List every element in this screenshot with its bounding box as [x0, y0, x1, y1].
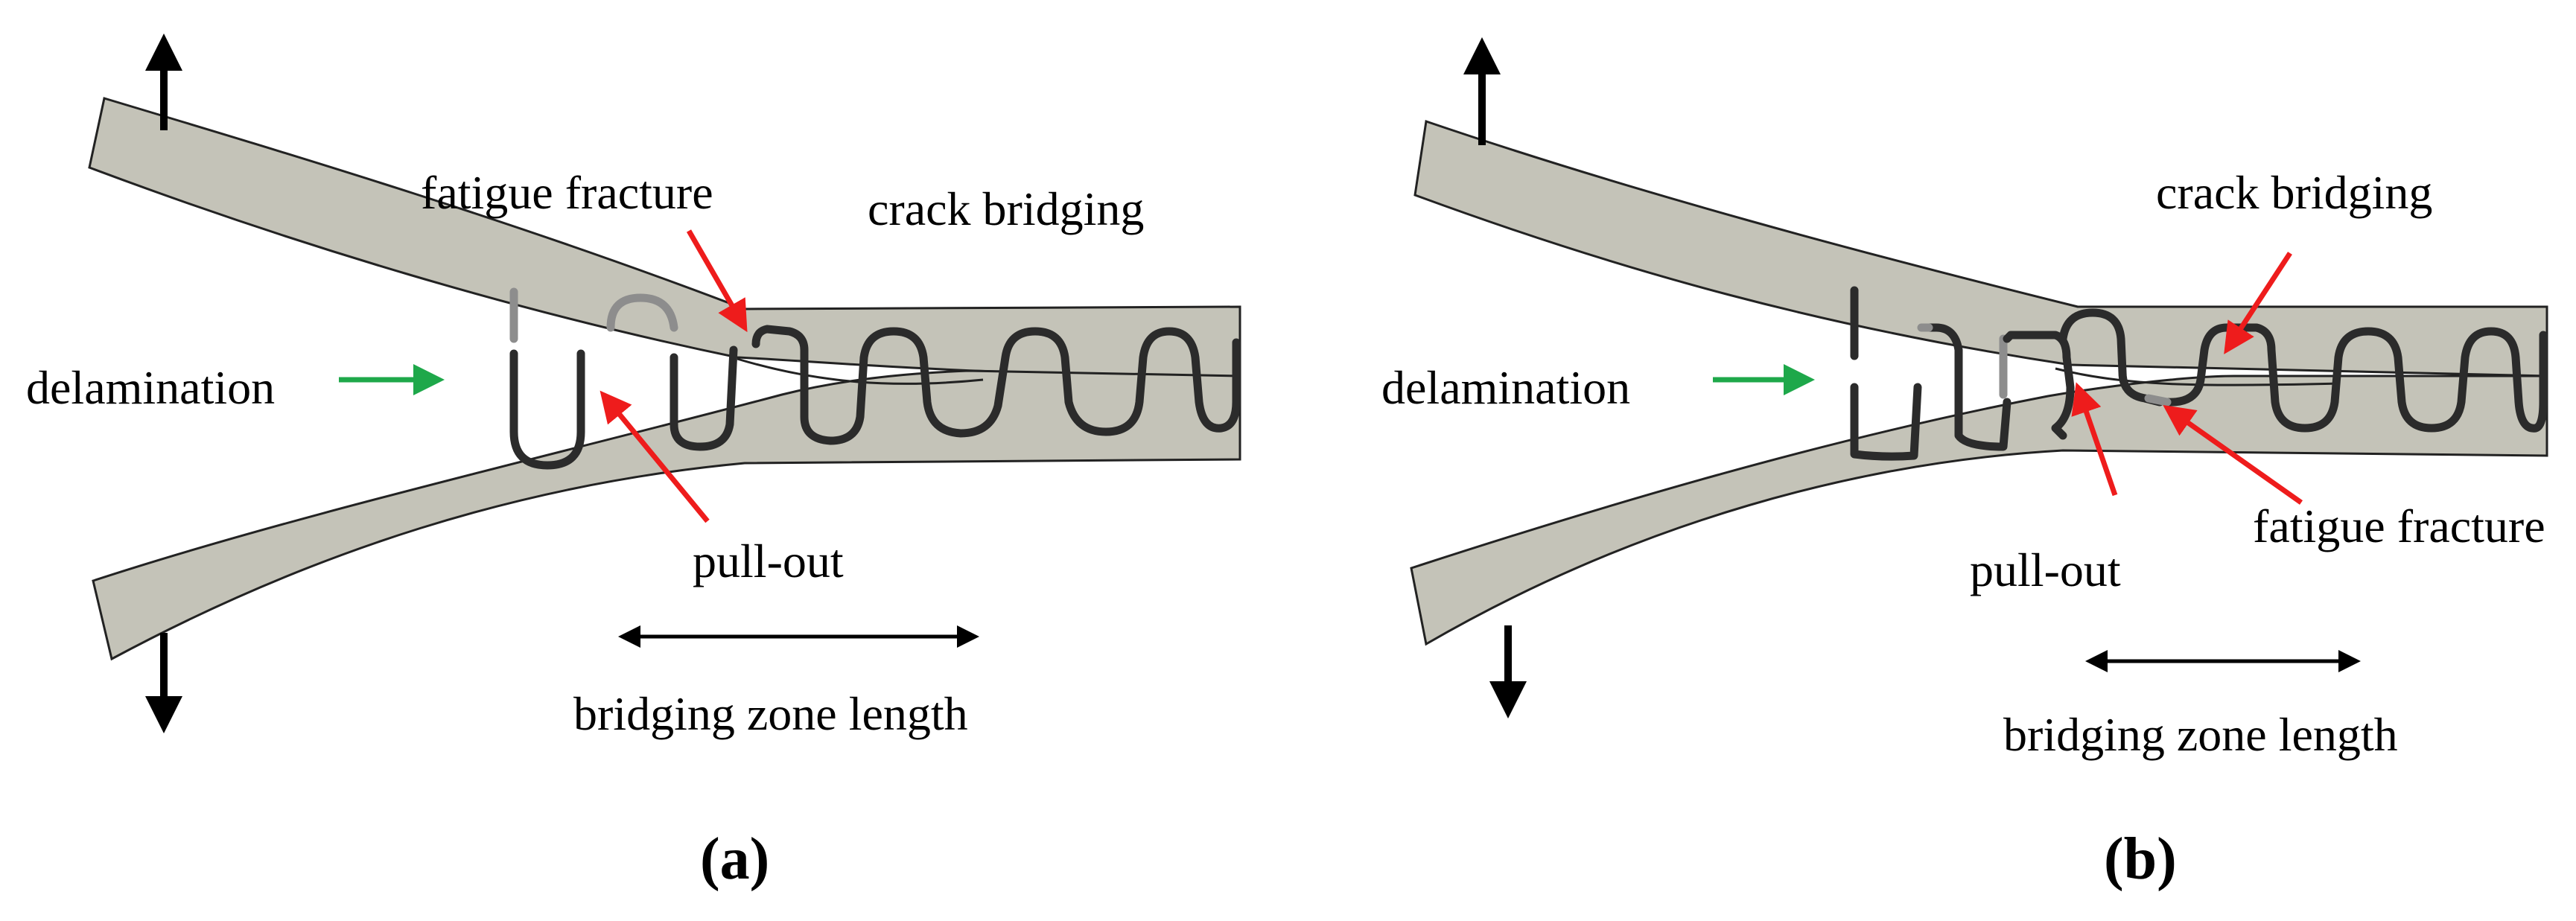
crack-bridging-arrow-b: [2224, 252, 2292, 354]
crack-line-a: [737, 357, 984, 385]
label-bridging-zone-length-b: bridging zone length: [2003, 708, 2398, 761]
fiber-b-4: [2003, 331, 2075, 440]
fiber-b-5: [2058, 308, 2548, 433]
broken-fiber-a-2: [606, 293, 678, 332]
fiber-b-2: [1850, 383, 1922, 461]
label-fatigue-fracture-a: fatigue fracture: [421, 166, 713, 219]
lower-arm-b: [1410, 375, 2548, 646]
label-crack-bridging-b: crack bridging: [2156, 166, 2432, 219]
label-crack-bridging-a: crack bridging: [868, 182, 1144, 235]
upper-arm-a: [88, 97, 1241, 377]
label-fatigue-fracture-b: fatigue fracture: [2253, 500, 2545, 552]
fiber-a-3: [751, 325, 1241, 445]
fatigue-fracture-arrow-a: [686, 229, 748, 333]
fiber-b-3: [1921, 323, 2011, 451]
broken-fiber-b-3: [2144, 394, 2172, 407]
panel-b: crack bridging delamination fatigue frac…: [1381, 37, 2548, 892]
pull-out-arrow-b: [2071, 382, 2118, 497]
caption-a: (a): [700, 826, 769, 892]
panel-a: fatigue fracture crack bridging delamina…: [26, 34, 1241, 892]
upper-arm-b: [1413, 120, 2548, 377]
fiber-a-2: [670, 345, 738, 451]
label-pull-out-b: pull-out: [1970, 544, 2121, 596]
pull-out-arrow-a: [600, 390, 710, 523]
lower-arm-a: [92, 369, 1241, 661]
fatigue-fracture-arrow-b: [2163, 404, 2303, 505]
label-bridging-zone-length-a: bridging zone length: [573, 687, 968, 740]
fiber-a-1: [509, 349, 585, 470]
crack-line-b: [2055, 367, 2339, 386]
label-delamination-b: delamination: [1381, 361, 1630, 414]
label-pull-out-a: pull-out: [693, 535, 844, 587]
label-delamination-a: delamination: [26, 361, 275, 414]
caption-b: (b): [2104, 826, 2177, 892]
